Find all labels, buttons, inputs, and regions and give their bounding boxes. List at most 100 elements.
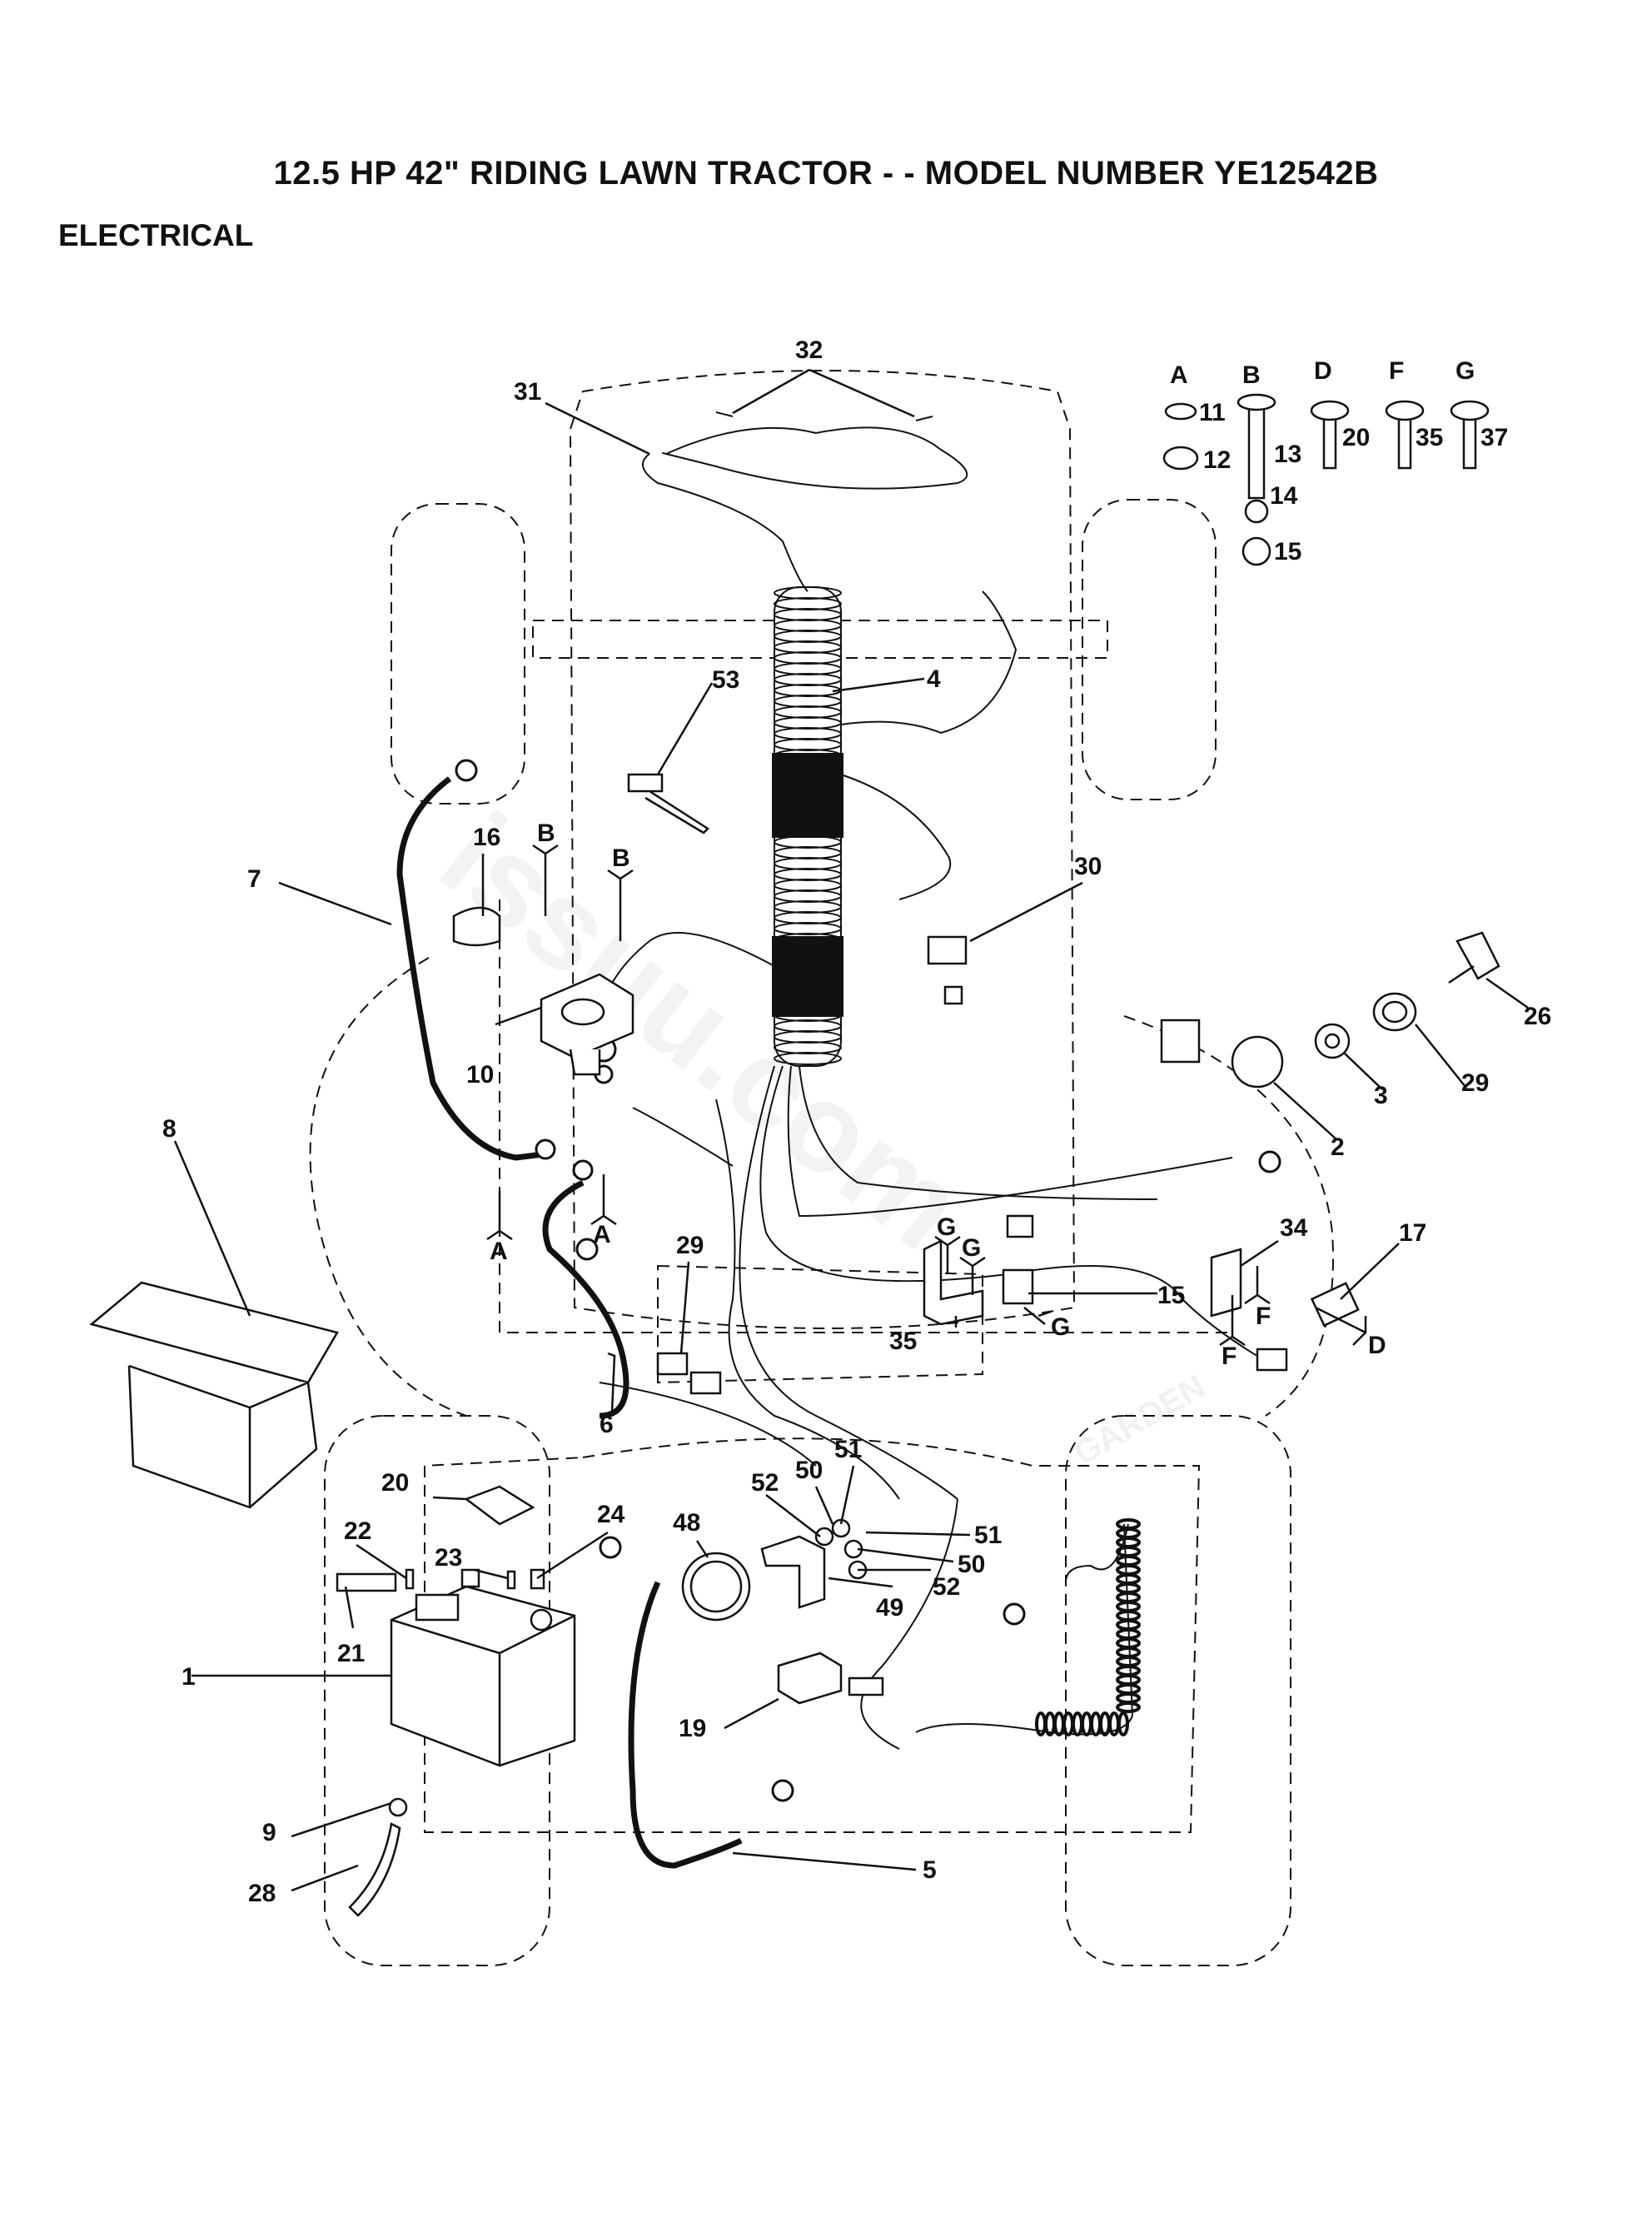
right-rear-wheel (1065, 1415, 1291, 1966)
callout-6: 6 (600, 1411, 614, 1438)
battery-1 (390, 1585, 576, 1767)
harness-sleeve-lower (772, 936, 843, 1017)
legend-letter-b: B (1242, 361, 1261, 389)
callout-50-top: 50 (795, 1457, 823, 1484)
wire-harness (599, 411, 1275, 1750)
bracket-49 (760, 1535, 826, 1609)
leader-lines (173, 368, 1529, 1892)
callout-22: 20 (381, 1469, 409, 1497)
callout-29: 28 (248, 1880, 276, 1907)
battery-hardware (336, 1568, 545, 1592)
coil-turn (1044, 1711, 1056, 1736)
fuse-28 (656, 1352, 722, 1395)
ref-markers (486, 844, 1367, 1347)
callout-51-top: 51 (834, 1436, 862, 1463)
seat-area (424, 1437, 1201, 1833)
legend-letter-g: G (1455, 357, 1475, 385)
coil-turn (1116, 1647, 1141, 1658)
ref-f-right: F (1256, 1303, 1271, 1330)
battery-cables (396, 776, 743, 1869)
coil-turn (1116, 1555, 1141, 1567)
legend-part-12: 12 (1203, 446, 1231, 474)
solenoid-10 (540, 973, 634, 1076)
right-front-wheel (1082, 499, 1217, 800)
hourmeter-21 (777, 1652, 884, 1705)
callout-9: 9 (262, 1819, 276, 1846)
bezel-30 (1372, 992, 1417, 1032)
bracket-34 (1210, 1248, 1242, 1318)
callout-10: 10 (466, 1061, 494, 1089)
legend-letter-a: A (1170, 361, 1188, 389)
callout-36: 35 (889, 1328, 917, 1355)
coil-turn (1116, 1582, 1141, 1594)
coil-turn (1116, 1537, 1141, 1548)
watermark-garden: GARDEN (1068, 1368, 1212, 1472)
coil-turn (1117, 1711, 1129, 1736)
callout-3: 3 (1374, 1082, 1388, 1109)
callout-25: 23 (435, 1544, 462, 1572)
page-title: 12.5 HP 42" RIDING LAWN TRACTOR - - MODE… (273, 155, 1379, 192)
tractor-outline (309, 370, 1334, 1966)
key-27 (1448, 931, 1500, 984)
coil-turn (1116, 1656, 1141, 1667)
callout-8: 8 (162, 1115, 177, 1143)
switch-17 (1002, 1214, 1034, 1305)
pad-22 (464, 1485, 535, 1526)
ref-b-right: B (612, 844, 630, 872)
deck-left (309, 957, 467, 1417)
coil-turn (1116, 1573, 1141, 1585)
callout-labels: 32 31 4 53 16 7 30 26 10 29 3 8 2 29 34 … (162, 336, 1551, 1907)
callout-27: 26 (1524, 1003, 1551, 1030)
callout-53: 53 (712, 666, 739, 694)
tie-strap-53 (627, 773, 709, 834)
legend-letter-d: D (1314, 357, 1332, 385)
coil-spring (1035, 1518, 1141, 1736)
callout-26: 24 (597, 1501, 625, 1528)
coil-turn (1116, 1692, 1141, 1704)
switch-31 (927, 935, 968, 1005)
callout-52-top: 52 (751, 1469, 779, 1497)
legend-part-35: 35 (1416, 424, 1443, 451)
section-title: ELECTRICAL (58, 218, 254, 252)
cable-7 (396, 776, 550, 1161)
coil-turn (1116, 1527, 1141, 1539)
harness-branch-right (840, 590, 1018, 735)
coil-turn (1116, 1674, 1141, 1686)
components (89, 773, 1500, 1917)
legend-part-37: 37 (1480, 424, 1508, 451)
ref-g-mid: G (962, 1234, 981, 1262)
legend-part-13: 13 (1274, 441, 1301, 468)
callout-4: 4 (927, 665, 941, 693)
watermark-text: issuu.com (416, 785, 989, 1276)
vent-tube-29 (348, 1797, 408, 1917)
coil-turn (1072, 1711, 1083, 1736)
front-axle (532, 620, 1108, 659)
headlight-wires (662, 426, 968, 490)
coil-turn (1090, 1711, 1102, 1736)
callout-24: 22 (344, 1517, 371, 1545)
callout-51-right: 51 (974, 1522, 1002, 1549)
legend-part-14: 14 (1270, 482, 1298, 510)
coil-turn (1116, 1683, 1141, 1695)
callout-33: 32 (795, 336, 823, 364)
harness-to-gauge (860, 1498, 958, 1750)
harness-sleeve-upper (772, 753, 843, 838)
hardware-icons (1162, 393, 1490, 566)
callout-52-right: 52 (933, 1573, 960, 1601)
callout-23: 21 (337, 1640, 365, 1667)
coil-turn (1053, 1711, 1065, 1736)
callout-30: 29 (1461, 1069, 1489, 1097)
callout-50-right: 50 (958, 1551, 985, 1578)
ignition-switch-2 (1160, 1019, 1284, 1089)
loom-rib (774, 1052, 842, 1065)
callout-19: 17 (1399, 1219, 1426, 1247)
bracket-36 (923, 1238, 984, 1326)
coil-turn (1062, 1711, 1074, 1736)
ref-f-left: F (1222, 1343, 1237, 1370)
coiled-wire (915, 1523, 1134, 1736)
hood-outline (569, 370, 1076, 1329)
left-rear-wheel (324, 1415, 550, 1966)
callout-2: 2 (1331, 1133, 1345, 1161)
callout-21: 19 (679, 1715, 706, 1742)
